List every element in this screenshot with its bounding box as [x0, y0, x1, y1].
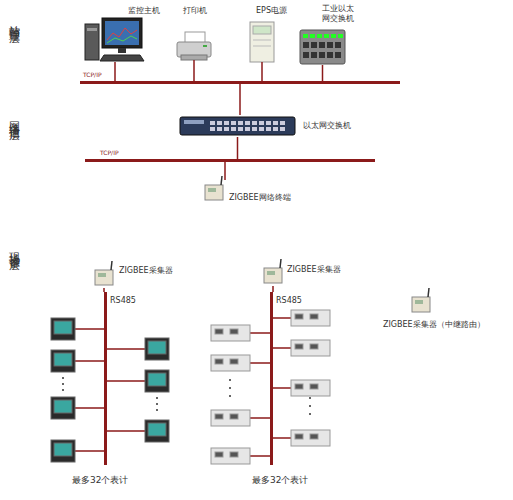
- device-label: 打印机: [183, 6, 207, 16]
- connector-line: [114, 62, 116, 81]
- device-node: ZIGBEE网络终端: [203, 180, 225, 202]
- printer-icon: [177, 32, 211, 60]
- connector-line: [261, 62, 263, 81]
- connector-line: [224, 162, 226, 180]
- ethernet-switch-icon: [180, 117, 295, 135]
- bus-label: RS485: [276, 296, 302, 306]
- device-label: 监控主机: [128, 6, 160, 16]
- bus-label: TCP/IP: [83, 71, 102, 79]
- bus-line: TCP/IP: [80, 81, 400, 84]
- layer-label: 网络通信层: [6, 113, 21, 123]
- connector-line: [193, 60, 195, 81]
- device-node: ZIGBEE采集器（中继路由）: [410, 290, 432, 315]
- group-note: 最多32个表计: [72, 474, 128, 487]
- device-label: ZIGBEE网络终端: [229, 193, 291, 203]
- zigbee-device-icon: [264, 259, 282, 283]
- bus-label: TCP/IP: [100, 149, 119, 157]
- connector-line: [237, 137, 239, 159]
- device-node: ZIGBEE采集器: [93, 266, 115, 288]
- device-node: 打印机: [175, 30, 213, 60]
- bus-label: RS485: [110, 296, 136, 306]
- zigbee-device-icon: [412, 288, 430, 312]
- rs485-branch: [75, 329, 145, 451]
- zigbee-device-icon: [95, 261, 113, 285]
- continuation-dots: [62, 377, 311, 415]
- eps-cabinet-icon: [250, 22, 274, 62]
- device-label: ZIGBEE采集器（中继路由）: [383, 320, 485, 330]
- device-node: 工业以太 网交换机: [300, 28, 345, 65]
- device-label: ZIGBEE采集器: [119, 266, 173, 276]
- device-node: 以太网交换机: [180, 115, 295, 137]
- industrial-switch-icon: [300, 30, 345, 64]
- group-note: 最多32个表计: [252, 474, 308, 487]
- device-label: EPS电源: [256, 6, 287, 16]
- device-node: 监控主机: [85, 18, 145, 62]
- device-label: 工业以太 网交换机: [318, 4, 358, 24]
- bus-line: RS485: [104, 292, 107, 465]
- layer-label: 站控管理层: [6, 16, 21, 26]
- bus-line: RS485: [270, 292, 273, 465]
- device-node: ZIGBEE采集器: [262, 264, 284, 286]
- bus-line: TCP/IP: [85, 159, 375, 162]
- connector-line: [239, 84, 241, 115]
- device-label: ZIGBEE采集器: [287, 265, 341, 275]
- device-label: 以太网交换机: [303, 121, 351, 131]
- computer-icon: [85, 18, 144, 61]
- panel-meter: [51, 318, 169, 462]
- layer-label: 现场设备层: [6, 243, 21, 253]
- zigbee-device-icon: [205, 176, 223, 200]
- connector-line: [322, 65, 324, 81]
- device-node: EPS电源: [248, 22, 276, 62]
